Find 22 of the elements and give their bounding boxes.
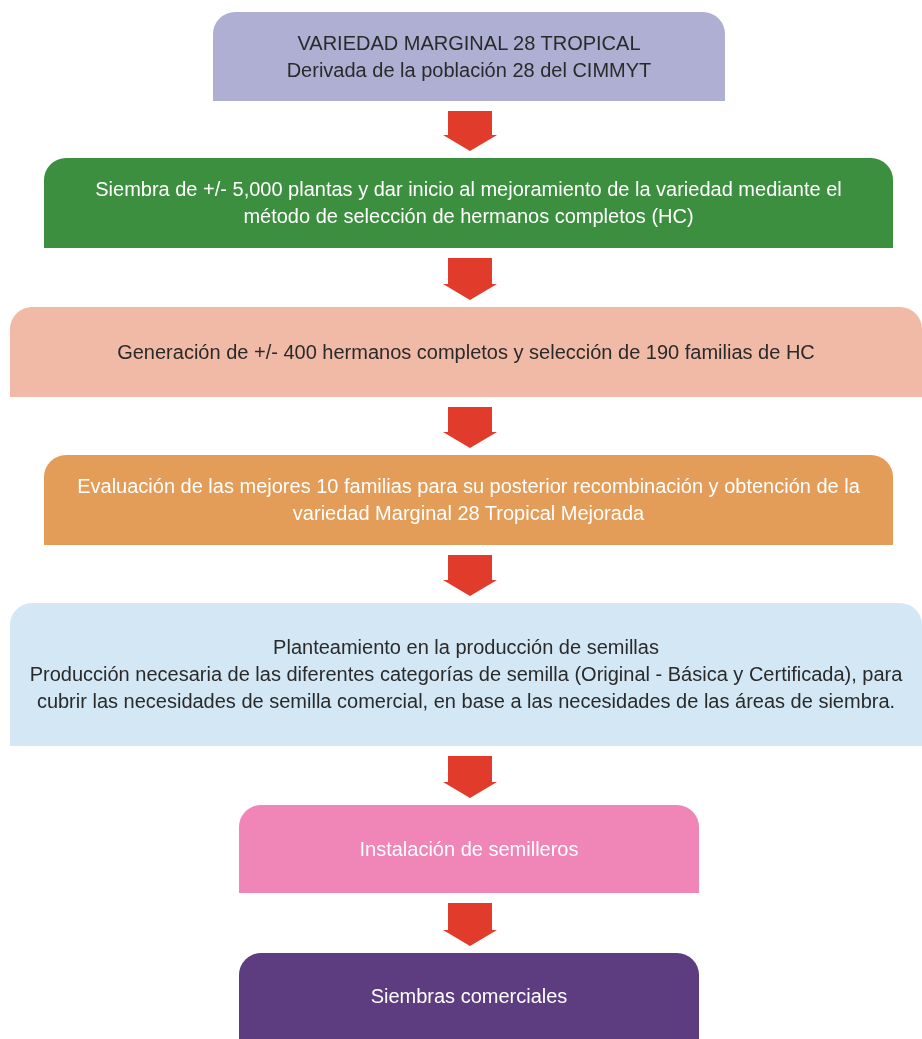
process-box: [239, 953, 699, 1039]
arrow: [443, 756, 497, 798]
process-box: [44, 455, 893, 545]
box-text: Siembras comerciales: [370, 983, 568, 1009]
box-text: Instalación de semilleros: [359, 836, 579, 862]
process-box: [10, 307, 922, 397]
process-box: [213, 12, 725, 101]
box-text: Generación de +/- 400 hermanos completos y selección de 190 familias de HC: [117, 339, 815, 365]
box-text: Siembra de +/- 5,000 plantas y dar inicio al mejoramiento de la variedad mediante el método de selección de hermanos completos (HC): [94, 177, 843, 229]
process-box: [10, 603, 922, 746]
arrow: [443, 555, 497, 596]
box-text: Producción necesaria de las diferentes categorías de semilla (Original - Básica y Certificada), para cubrir las necesidades de semilla comercial, en base a las necesidades de las áreas de siembra.: [28, 662, 904, 714]
process-box: [44, 158, 893, 248]
process-box: [239, 805, 699, 893]
arrow: [443, 111, 497, 151]
arrow: [443, 258, 497, 300]
box-text: Planteamiento en la producción de semillas: [273, 635, 659, 660]
arrow: [443, 903, 497, 946]
box-text: Evaluación de las mejores 10 familias para su posterior recombinación y obtención de la variedad Marginal 28 Tropical Mejorada: [76, 474, 861, 526]
box-text: VARIEDAD MARGINAL 28 TROPICAL: [297, 30, 641, 56]
arrow: [443, 407, 497, 448]
box-text: Derivada de la población 28 del CIMMYT: [286, 57, 652, 83]
